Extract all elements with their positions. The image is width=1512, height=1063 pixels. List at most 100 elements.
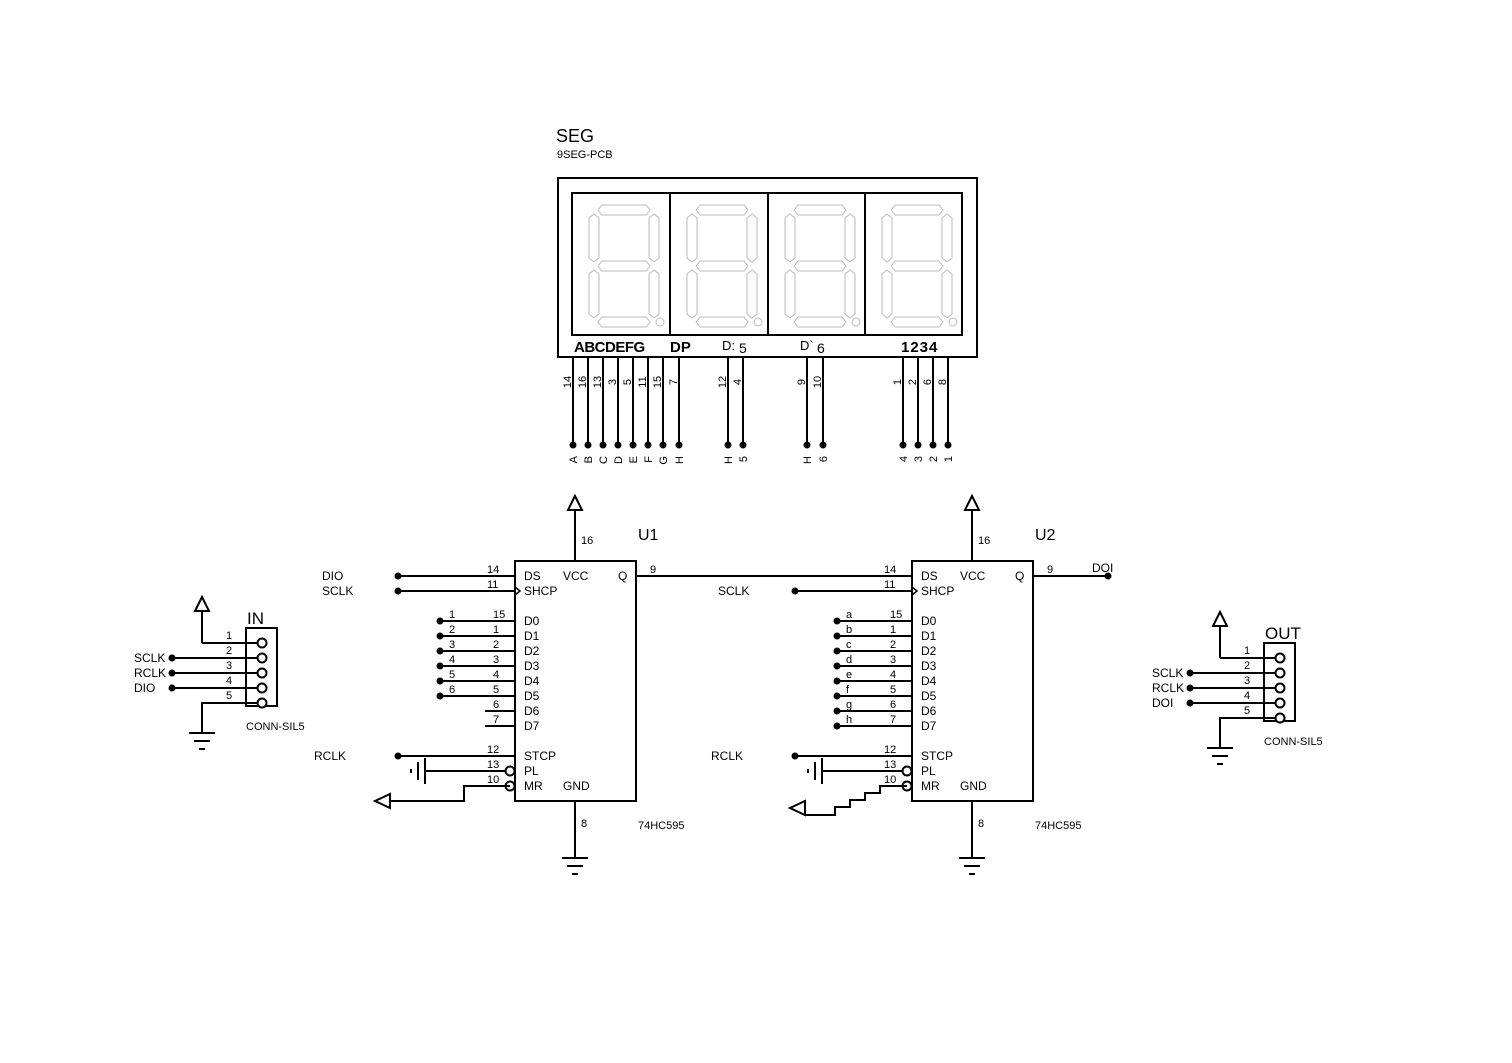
pin-number: 3 xyxy=(607,379,619,385)
pin-name: D1 xyxy=(524,629,540,643)
segment xyxy=(695,204,749,216)
junction-dot xyxy=(614,441,622,449)
pin-name: VCC xyxy=(960,569,986,583)
display-pin: 15G xyxy=(652,357,670,465)
digit-4 xyxy=(881,204,958,328)
pin-number: 10 xyxy=(487,774,499,786)
pin-number: 11 xyxy=(637,376,649,387)
junction-dot xyxy=(833,722,841,730)
pin-number: 7 xyxy=(890,714,896,726)
pin-name: MR xyxy=(921,779,940,793)
junction-dot xyxy=(436,617,444,625)
segment xyxy=(793,260,847,272)
pin-net-label: 5 xyxy=(738,456,750,462)
junction-dot xyxy=(833,662,841,670)
pin-number: 15 xyxy=(890,609,902,621)
pin-number: 11 xyxy=(884,579,895,591)
ground-icon xyxy=(562,857,588,875)
junction-dot xyxy=(1186,669,1194,677)
net-label: e xyxy=(846,669,852,681)
pin-circle xyxy=(1274,697,1286,709)
pin-net-label: C xyxy=(598,456,610,464)
pin-circle xyxy=(1274,667,1286,679)
pin-name: D6 xyxy=(921,704,937,718)
pin-number: 4 xyxy=(890,669,896,681)
pin-number: 4 xyxy=(226,675,232,687)
display-pin: 11F xyxy=(637,357,655,463)
decimal-point xyxy=(948,317,958,327)
display-pin: 62 xyxy=(922,357,940,462)
pin-number: 12 xyxy=(717,376,729,388)
junction-dot xyxy=(584,441,592,449)
apostrophe-label: D` xyxy=(800,338,814,353)
chip-part: 74HC595 xyxy=(1035,820,1081,832)
decimal-point xyxy=(753,317,763,327)
net-label: RCLK xyxy=(314,749,346,763)
net-label: 2 xyxy=(449,624,455,636)
pin-circle xyxy=(901,765,913,777)
pin-number: 14 xyxy=(487,564,499,576)
display-ref: SEG xyxy=(556,126,594,146)
pin-number: 3 xyxy=(1244,675,1250,687)
power-arrow-icon xyxy=(1211,609,1229,627)
chip-ref: U1 xyxy=(638,527,659,544)
net-label: d xyxy=(846,654,852,666)
junction-dot xyxy=(675,441,683,449)
mr-wire xyxy=(390,785,510,802)
pin-name: SHCP xyxy=(524,584,557,598)
pin-number: 2 xyxy=(890,639,896,651)
net-label: SCLK xyxy=(322,584,353,598)
pin-number: 15 xyxy=(493,609,505,621)
net-label: DOI xyxy=(1152,696,1173,710)
pin-number: 3 xyxy=(226,660,232,672)
apostrophe-pin-label: 6 xyxy=(817,340,825,356)
display-pin: 5E xyxy=(622,357,640,463)
segment xyxy=(597,316,651,328)
junction-dot xyxy=(833,617,841,625)
net-label: g xyxy=(846,699,852,711)
connector-ref: OUT xyxy=(1265,624,1301,643)
junction-dot xyxy=(168,669,176,677)
pin-net-label: H xyxy=(802,456,814,464)
segment xyxy=(588,269,600,319)
pin-name: D7 xyxy=(524,719,540,733)
segment xyxy=(793,316,847,328)
pin-name: SHCP xyxy=(921,584,954,598)
connector-pin-5: 5 xyxy=(189,690,268,750)
pin-number: 3 xyxy=(890,654,896,666)
pin-number: 3 xyxy=(493,654,499,666)
junction-dot xyxy=(944,441,952,449)
segment xyxy=(844,213,856,263)
pin-name: D7 xyxy=(921,719,937,733)
display-pin: 81 xyxy=(937,357,955,462)
junction-dot xyxy=(739,441,747,449)
pin-number: 7 xyxy=(493,714,499,726)
segment xyxy=(695,316,749,328)
data-pin-d7: 7 D7 xyxy=(485,714,540,733)
junction-dot xyxy=(394,572,402,580)
segment xyxy=(784,269,796,319)
segment-label: ABCDEFG xyxy=(574,339,645,356)
digit-3 xyxy=(784,204,861,328)
connector-part: CONN-SIL5 xyxy=(246,721,305,733)
power-arrow-icon xyxy=(566,493,584,511)
pin-number: 12 xyxy=(884,744,896,756)
decimal-point xyxy=(851,317,861,327)
net-label: RCLK xyxy=(711,749,743,763)
net-label: 1 xyxy=(449,609,455,621)
pin-name: DS xyxy=(921,569,938,583)
net-label: 4 xyxy=(449,654,455,666)
pin-name: D4 xyxy=(921,674,937,688)
pin-name: PL xyxy=(921,764,936,778)
junction-dot xyxy=(914,441,922,449)
